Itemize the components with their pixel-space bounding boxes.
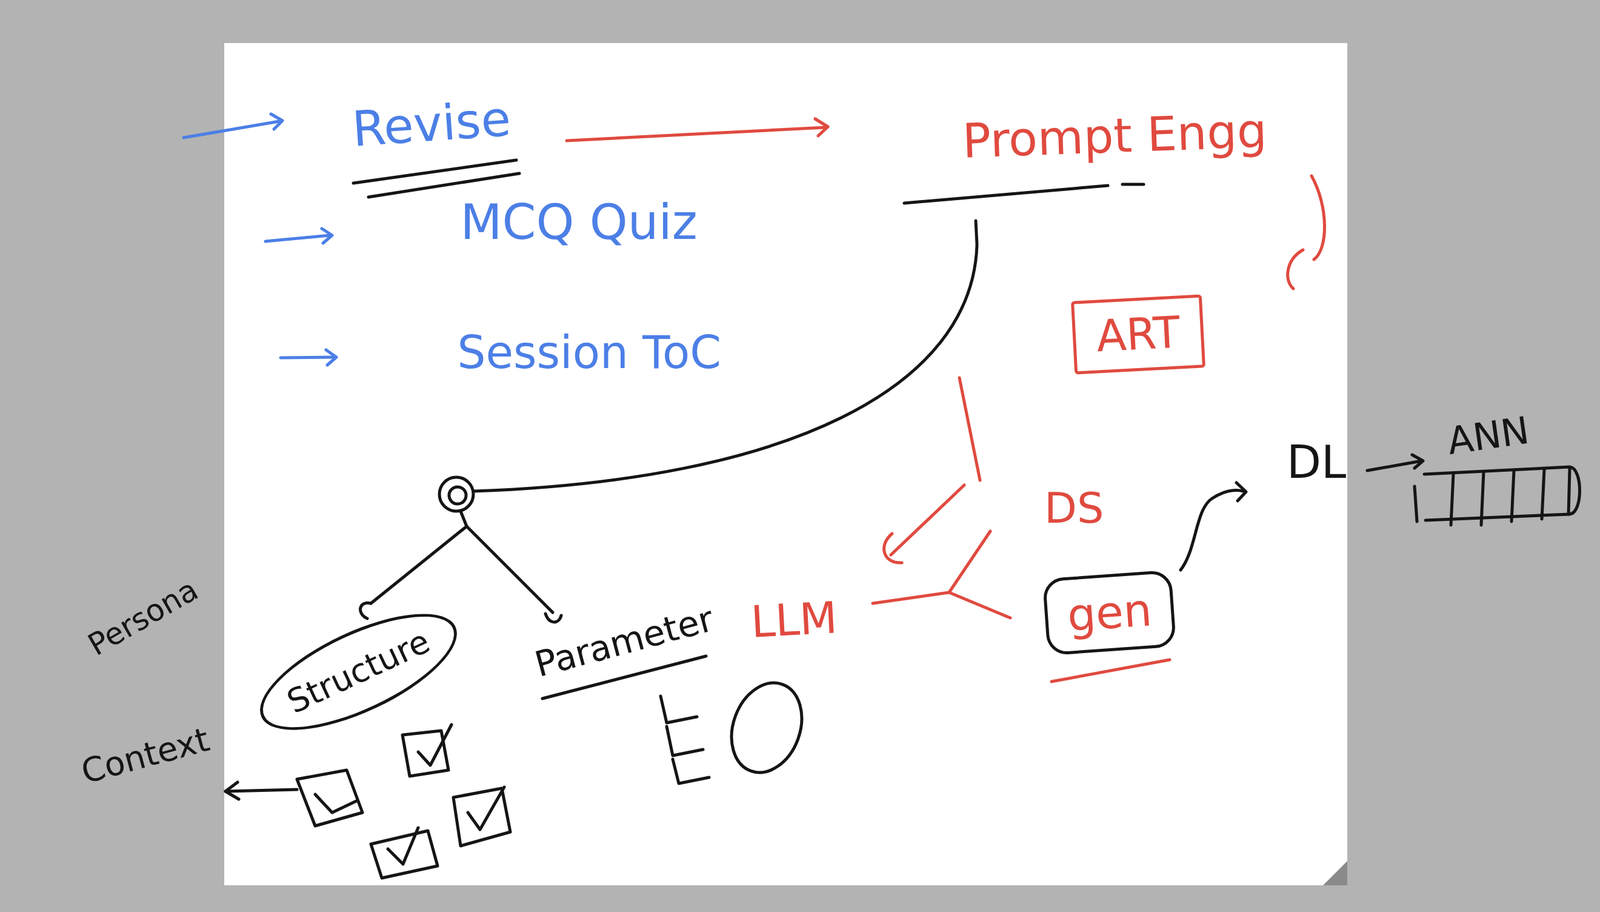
checkbox [370,830,438,878]
arrow-head [270,113,283,130]
root-circle [439,476,474,511]
topic-text: Session ToC [457,326,722,379]
underline [904,185,1108,204]
boxed-term: ART [1070,293,1206,374]
curved-arrow [1180,490,1244,571]
branch-line [949,592,1011,618]
array-cells [1450,467,1570,525]
arrow-head [1412,454,1424,468]
branch-text: Parameter [530,598,719,685]
branch-line [959,377,980,480]
arrow-head [326,349,337,365]
arrow-head [321,228,333,244]
node-text: ART [1095,306,1182,362]
boxed-term: gen [1042,569,1177,656]
arrow-head [1236,482,1247,501]
e-doodle [660,695,710,784]
side-note: Context [76,720,213,791]
branch-text: DL [1286,436,1347,488]
arrow-head [815,118,828,136]
page-corner [1323,860,1348,885]
root-circle [449,486,467,504]
underline [1122,183,1144,187]
o-doodle [719,672,814,782]
bracket-hook [1311,175,1325,260]
whiteboard [224,43,1348,885]
tree-branch [370,510,467,604]
arrow-line [280,356,335,358]
heading-text: Prompt Engg [961,103,1268,169]
underline [1051,659,1170,682]
check-mark [387,827,419,864]
branch-hook [884,533,902,563]
tree-branch [466,526,553,613]
topic-text: MCQ Quiz [460,194,698,251]
branch-line [949,530,991,593]
underline [368,173,520,197]
checkbox [402,730,449,776]
array-tick [1414,486,1417,522]
pointer-head [225,781,239,799]
checkbox [296,769,363,826]
branch-text: LLM [749,592,839,647]
array-symbol [1414,466,1580,525]
branch-text: DS [1044,483,1104,533]
check-mark [418,724,452,765]
node-text: Structure [281,622,436,721]
arrow-line [566,127,827,141]
branch-hook [545,613,562,622]
underline [353,160,517,184]
checkbox-doodles [225,724,511,878]
pointer-line [225,789,297,791]
red-branches [872,377,1170,682]
check-mark [315,793,358,813]
topic-text: Revise [350,90,513,158]
sketch-part [183,43,1580,885]
bullet-arrows [183,113,337,365]
arrow-line [265,235,331,242]
red-arrow [566,118,828,141]
branch-line [872,592,950,604]
branch-hook [360,602,371,619]
oval-term: Structure [244,590,473,754]
checkbox [453,787,511,846]
branch-text: ANN [1444,407,1532,462]
arrow-line [183,121,280,138]
bracket-hook [1287,249,1304,289]
side-note: Persona [81,572,204,663]
array-outline [1424,466,1580,520]
node-text: gen [1065,583,1154,642]
branch-line [890,484,965,555]
check-mark [467,786,505,830]
